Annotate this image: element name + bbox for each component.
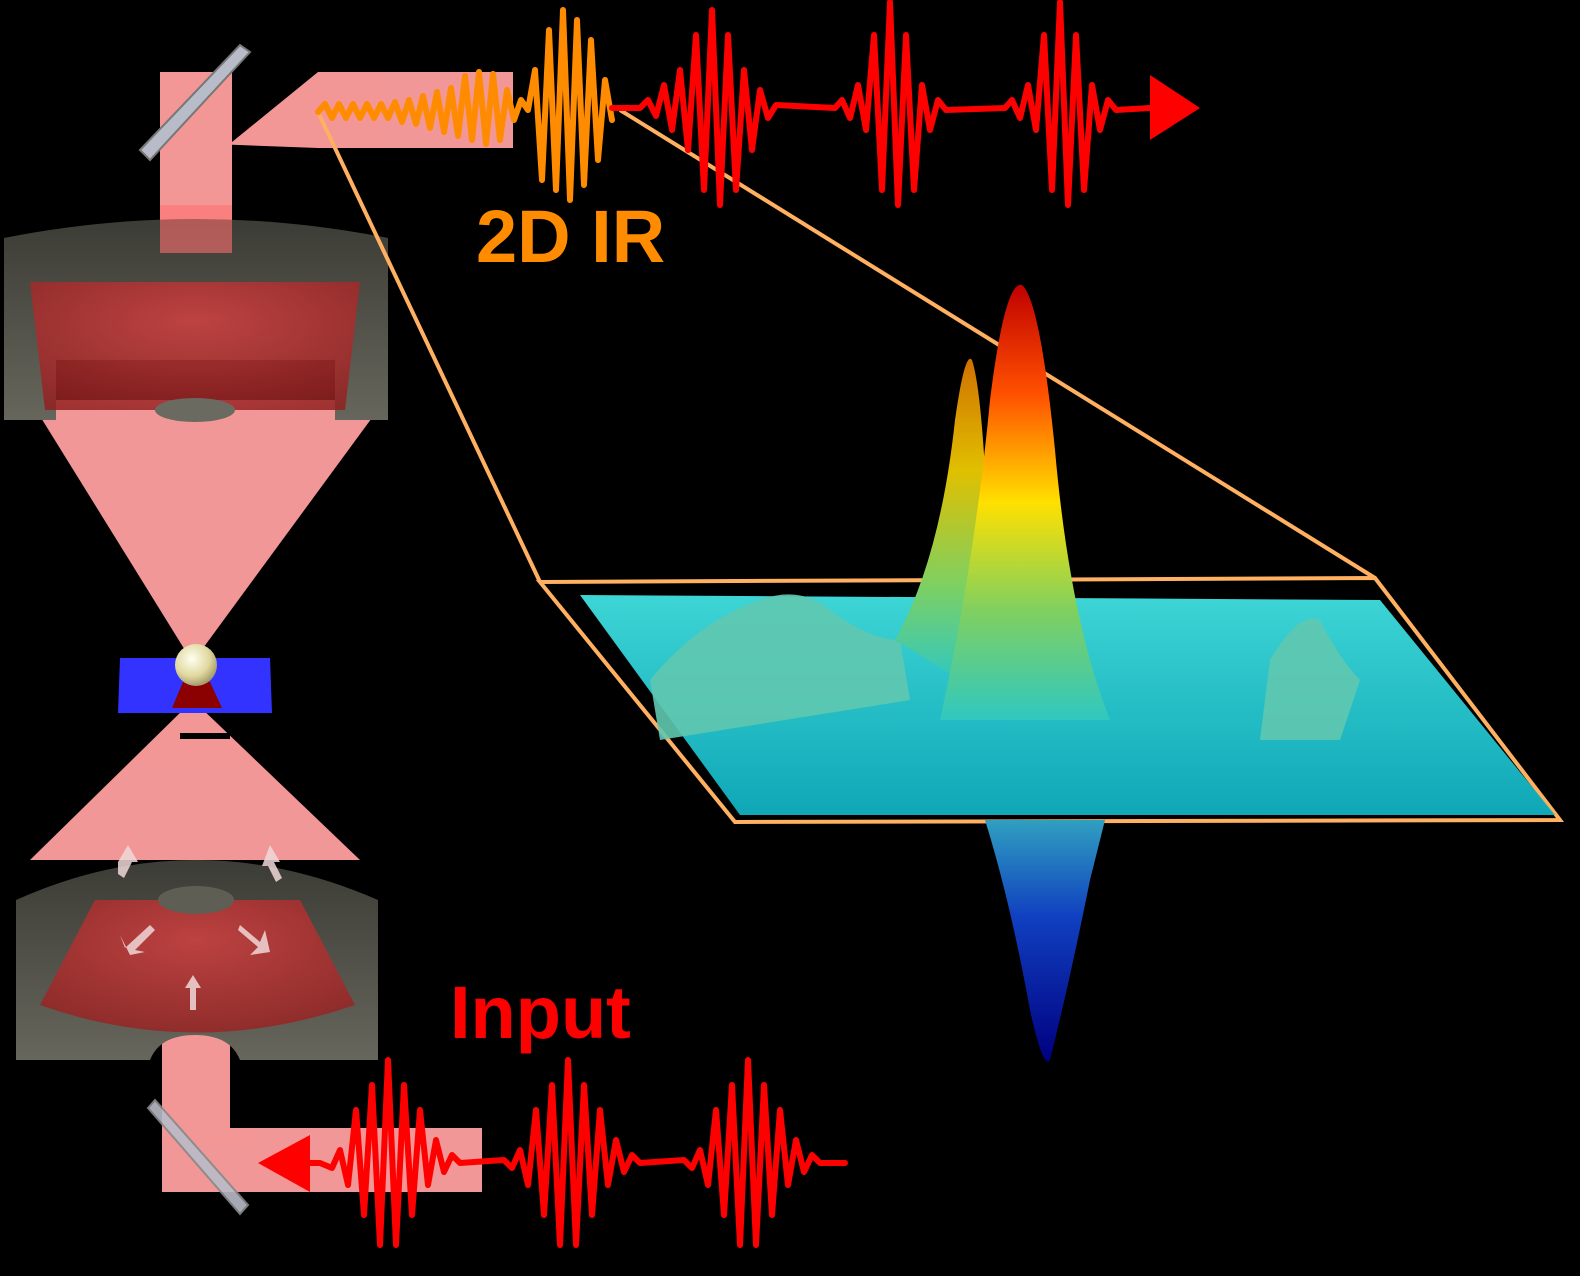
output-pulse-red [609, 0, 1153, 208]
beam-path [30, 72, 513, 1192]
top-mirror [138, 43, 252, 162]
input-arrow-icon [258, 1135, 310, 1192]
output-pulse-2dir [315, 7, 615, 203]
output-arrow-icon [1150, 75, 1200, 140]
input-pulse-train [258, 1057, 848, 1248]
arrow-icons [118, 845, 282, 1010]
top-reflective-objective [4, 205, 388, 422]
2d-ir-surface-plot [580, 284, 1555, 1062]
sample [118, 644, 272, 739]
bottom-reflective-objective [16, 845, 378, 1060]
input-label: Input [450, 971, 631, 1054]
bottom-mirror [146, 1098, 250, 1216]
output-pulse-train [315, 0, 1200, 208]
output-label-2d-ir: 2D IR [476, 195, 666, 278]
zoom-frame [316, 108, 1565, 825]
